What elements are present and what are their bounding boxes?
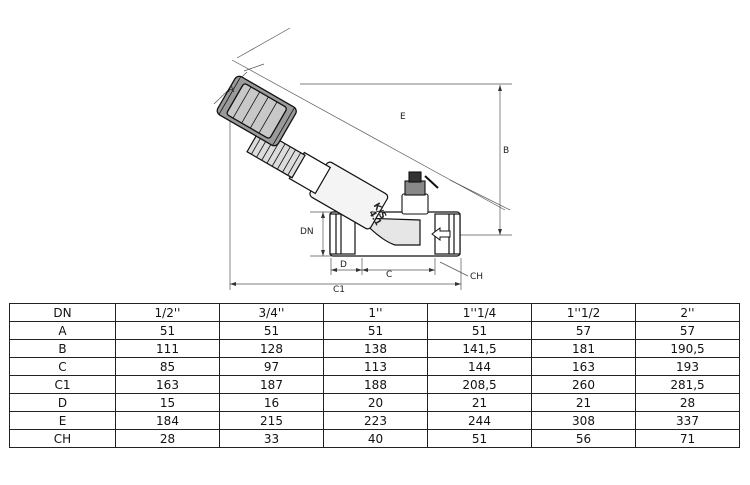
table-cell: 337 — [635, 411, 740, 430]
table-row: C 85 97 113 144 163 193 — [9, 357, 740, 376]
valve-technical-drawing: K/S 4.1 A E B DN D C C1 CH — [213, 27, 512, 295]
table-cell: 71 — [635, 429, 740, 448]
dimension-ch-leader — [439, 261, 469, 277]
table-cell: 16 — [219, 393, 324, 412]
table-cell: 308 — [531, 411, 636, 430]
table-cell: 128 — [219, 339, 324, 358]
table-row: B 111 128 138 141,5 181 190,5 — [9, 339, 740, 358]
table-cell: 56 — [531, 429, 636, 448]
table-cell: 244 — [427, 411, 532, 430]
table-cell: 144 — [427, 357, 532, 376]
table-header-cell: 2'' — [635, 303, 740, 322]
table-header-cell: 1''1/4 — [427, 303, 532, 322]
table-cell: 57 — [531, 321, 636, 340]
table-cell: 215 — [219, 411, 324, 430]
table-cell: 51 — [115, 321, 220, 340]
table-cell: 188 — [323, 375, 428, 394]
table-cell: 138 — [323, 339, 428, 358]
table-cell: 28 — [115, 429, 220, 448]
table-cell: 141,5 — [427, 339, 532, 358]
table-cell: 163 — [531, 357, 636, 376]
table-cell: 15 — [115, 393, 220, 412]
table-cell: 21 — [531, 393, 636, 412]
table-cell: 190,5 — [635, 339, 740, 358]
table-cell: 40 — [323, 429, 428, 448]
table-cell: D — [9, 393, 116, 412]
table-cell: C1 — [9, 375, 116, 394]
table-row: D 15 16 20 21 21 28 — [9, 393, 740, 412]
label-a: A — [228, 85, 235, 95]
table-cell: 57 — [635, 321, 740, 340]
table-header-cell: 1/2'' — [115, 303, 220, 322]
table-header-cell: 1''1/2 — [531, 303, 636, 322]
label-e: E — [400, 112, 406, 122]
table-cell: 113 — [323, 357, 428, 376]
table-cell: 111 — [115, 339, 220, 358]
table-cell: 223 — [323, 411, 428, 430]
dimensions-table: DN 1/2'' 3/4'' 1'' 1''1/4 1''1/2 2'' A 5… — [9, 303, 740, 448]
table-cell: 51 — [219, 321, 324, 340]
table-cell: B — [9, 339, 116, 358]
table-cell: C — [9, 357, 116, 376]
table-cell: 51 — [427, 429, 532, 448]
table-cell: 184 — [115, 411, 220, 430]
table-cell: CH — [9, 429, 116, 448]
table-cell: 281,5 — [635, 375, 740, 394]
table-cell: 181 — [531, 339, 636, 358]
table-cell: A — [9, 321, 116, 340]
table-cell: 33 — [219, 429, 324, 448]
table-cell: 163 — [115, 375, 220, 394]
table-header-cell: 3/4'' — [219, 303, 324, 322]
table-cell: 260 — [531, 375, 636, 394]
table-row: CH 28 33 40 51 56 71 — [9, 429, 740, 448]
table-cell: 20 — [323, 393, 428, 412]
label-b: B — [503, 146, 509, 156]
handwheel — [216, 75, 297, 147]
label-dn: DN — [300, 227, 314, 237]
table-row: E 184 215 223 244 308 337 — [9, 411, 740, 430]
table-header-cell: DN — [9, 303, 116, 322]
table-cell: 28 — [635, 393, 740, 412]
label-ch: CH — [470, 272, 483, 282]
table-cell: 51 — [427, 321, 532, 340]
table-cell: 187 — [219, 375, 324, 394]
table-row: C1 163 187 188 208,5 260 281,5 — [9, 375, 740, 394]
table-cell: 21 — [427, 393, 532, 412]
table-cell: 51 — [323, 321, 428, 340]
table-header-cell: 1'' — [323, 303, 428, 322]
label-c1: C1 — [333, 285, 345, 295]
table-cell: 97 — [219, 357, 324, 376]
table-row: A 51 51 51 51 57 57 — [9, 321, 740, 340]
label-d: D — [340, 260, 347, 270]
table-cell: 208,5 — [427, 375, 532, 394]
label-c: C — [386, 270, 392, 280]
dimension-arrows — [230, 85, 502, 286]
table-header-row: DN 1/2'' 3/4'' 1'' 1''1/4 1''1/2 2'' — [9, 303, 740, 322]
flow-arrow-icon — [431, 227, 451, 241]
table-cell: 85 — [115, 357, 220, 376]
valve-bonnet — [246, 128, 389, 230]
test-port — [401, 171, 439, 215]
table-cell: 193 — [635, 357, 740, 376]
table-cell: E — [9, 411, 116, 430]
